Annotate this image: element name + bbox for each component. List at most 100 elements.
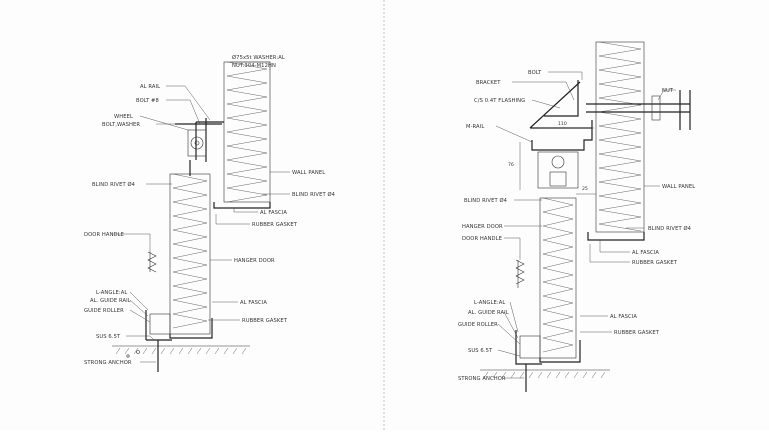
right-nut <box>651 95 661 121</box>
left-leader-washer <box>232 61 271 70</box>
floor-hatch-tick <box>492 371 498 379</box>
floor-hatch-tick <box>537 371 543 379</box>
left-leader-al-rail <box>166 85 211 121</box>
right-al-fascia-top <box>587 232 645 241</box>
left-leader-rubber-gasket <box>215 214 250 225</box>
right-leader-rubber-gasket <box>589 244 630 263</box>
left-label-sus: SUS 6.5T <box>96 334 121 340</box>
right-leader-flashing <box>531 99 561 109</box>
floor-hatch-tick <box>501 371 507 379</box>
floor-hatch-tick <box>519 371 525 379</box>
right-leader-al-fascia <box>599 240 630 253</box>
left-label-washer: Ø75x5t WASHER:AL <box>232 54 285 61</box>
right-wall-panel <box>595 41 645 233</box>
right-leader-l-angle <box>509 301 519 333</box>
right-leader-bracket <box>512 81 575 101</box>
left-label-bolt-washer: BOLT,WASHER <box>102 122 140 128</box>
right-wheel-carriage <box>537 151 579 189</box>
floor-hatch-tick <box>510 371 516 379</box>
insulation-zigzag <box>542 197 574 353</box>
right-detail: 110 76 25 BOLT BRACKET NUT C/S 0.4T FLAS… <box>458 41 695 392</box>
floor-hatch-tick <box>483 371 489 379</box>
floor-hatch-tick <box>241 347 247 355</box>
right-wall-panel-hatch <box>598 41 642 232</box>
left-label-hanger-door: HANGER DOOR <box>234 258 275 264</box>
left-leader-l-angle <box>129 291 149 311</box>
right-leader-guide-roller <box>497 323 521 345</box>
right-label-guide-roller: GUIDE ROLLER <box>458 322 498 328</box>
left-label-al-rail: AL RAIL <box>140 84 160 90</box>
left-label-al-fascia: AL FASCIA <box>260 210 287 216</box>
right-al-fascia-bottom <box>539 340 581 363</box>
left-leader-door-handle <box>112 233 151 252</box>
right-h-beam <box>679 90 691 130</box>
right-label-bolt: BOLT <box>528 70 542 76</box>
right-leader-nut <box>657 89 676 101</box>
left-leader-guide-roller <box>129 309 151 323</box>
right-label-strong-anchor: STRONG ANCHOR <box>458 376 506 382</box>
right-leader-bolt <box>548 71 583 80</box>
right-label-rubber-gasket: RUBBER GASKET <box>632 260 678 266</box>
floor-hatch-tick <box>214 347 220 355</box>
left-wall-panel <box>223 61 271 203</box>
floor-hatch-tick <box>582 371 588 379</box>
floor-hatch-tick <box>555 371 561 379</box>
right-label-sus: SUS 6.5T <box>468 348 493 354</box>
left-aggregate <box>136 350 140 354</box>
left-label-bolt: BOLT #8 <box>136 98 159 104</box>
floor-hatch-tick <box>187 347 193 355</box>
floor-hatch-tick <box>178 347 184 355</box>
floor-hatch-tick <box>133 347 139 355</box>
insulation-zigzag <box>226 61 268 203</box>
floor-hatch-tick <box>528 371 534 379</box>
floor-hatch-tick <box>223 347 229 355</box>
left-label-l-angle: L-ANGLE:AL <box>96 290 127 296</box>
left-wheel <box>190 136 204 150</box>
right-dim-width: 110 <box>558 121 567 127</box>
right-bracket <box>544 80 579 117</box>
right-label-door-handle: DOOR HANDLE <box>462 236 502 242</box>
floor-hatch-tick <box>115 347 121 355</box>
right-door-handle <box>515 259 525 288</box>
left-aggregate <box>126 354 130 358</box>
floor-hatch-tick <box>142 347 148 355</box>
left-leader-al-fascia <box>233 208 258 213</box>
right-door-hatch <box>542 197 574 353</box>
left-wall-panel-hatch <box>226 61 268 203</box>
right-l-angle <box>515 330 542 365</box>
left-door-handle <box>147 251 157 273</box>
left-label-door-handle: DOOR HANDLE <box>84 232 124 238</box>
right-label-nut: NUT <box>662 88 674 94</box>
floor-hatch-tick <box>600 371 606 379</box>
right-label-blind-rivet-right: BLIND RIVET Ø4 <box>648 225 692 232</box>
left-hanger-door <box>169 173 211 335</box>
right-leader-guide-rail <box>503 311 519 339</box>
left-label-al-fascia-bottom: AL FASCIA <box>240 300 267 306</box>
left-label-nut: NUT:304-M12HN <box>232 63 276 69</box>
left-guide-roller <box>149 313 171 335</box>
left-l-angle <box>145 310 172 341</box>
right-label-l-angle: L-ANGLE:AL <box>474 300 505 306</box>
right-leader-sus <box>497 349 521 357</box>
floor-hatch-tick <box>546 371 552 379</box>
right-guide-roller <box>519 335 541 359</box>
left-label-guide-roller: GUIDE ROLLER <box>84 308 124 314</box>
right-hanger <box>549 171 567 187</box>
floor-hatch-tick <box>573 371 579 379</box>
right-hanger-door <box>539 197 577 359</box>
left-label-blind-rivet: BLIND RIVET Ø4 <box>92 181 136 188</box>
left-leader-wheel <box>139 115 189 131</box>
floor-hatch-tick <box>591 371 597 379</box>
right-wheel <box>551 155 565 169</box>
left-al-fascia-bottom <box>169 318 213 339</box>
floor-hatch-tick <box>160 347 166 355</box>
right-leader-m-rail <box>495 125 533 143</box>
left-wheel-hub <box>194 140 200 146</box>
floor-hatch-tick <box>169 347 175 355</box>
floor-hatch-tick <box>232 347 238 355</box>
left-leader-sus <box>126 335 155 341</box>
insulation-zigzag <box>172 173 208 329</box>
left-door-hatch <box>172 173 208 329</box>
floor-hatch-tick <box>564 371 570 379</box>
